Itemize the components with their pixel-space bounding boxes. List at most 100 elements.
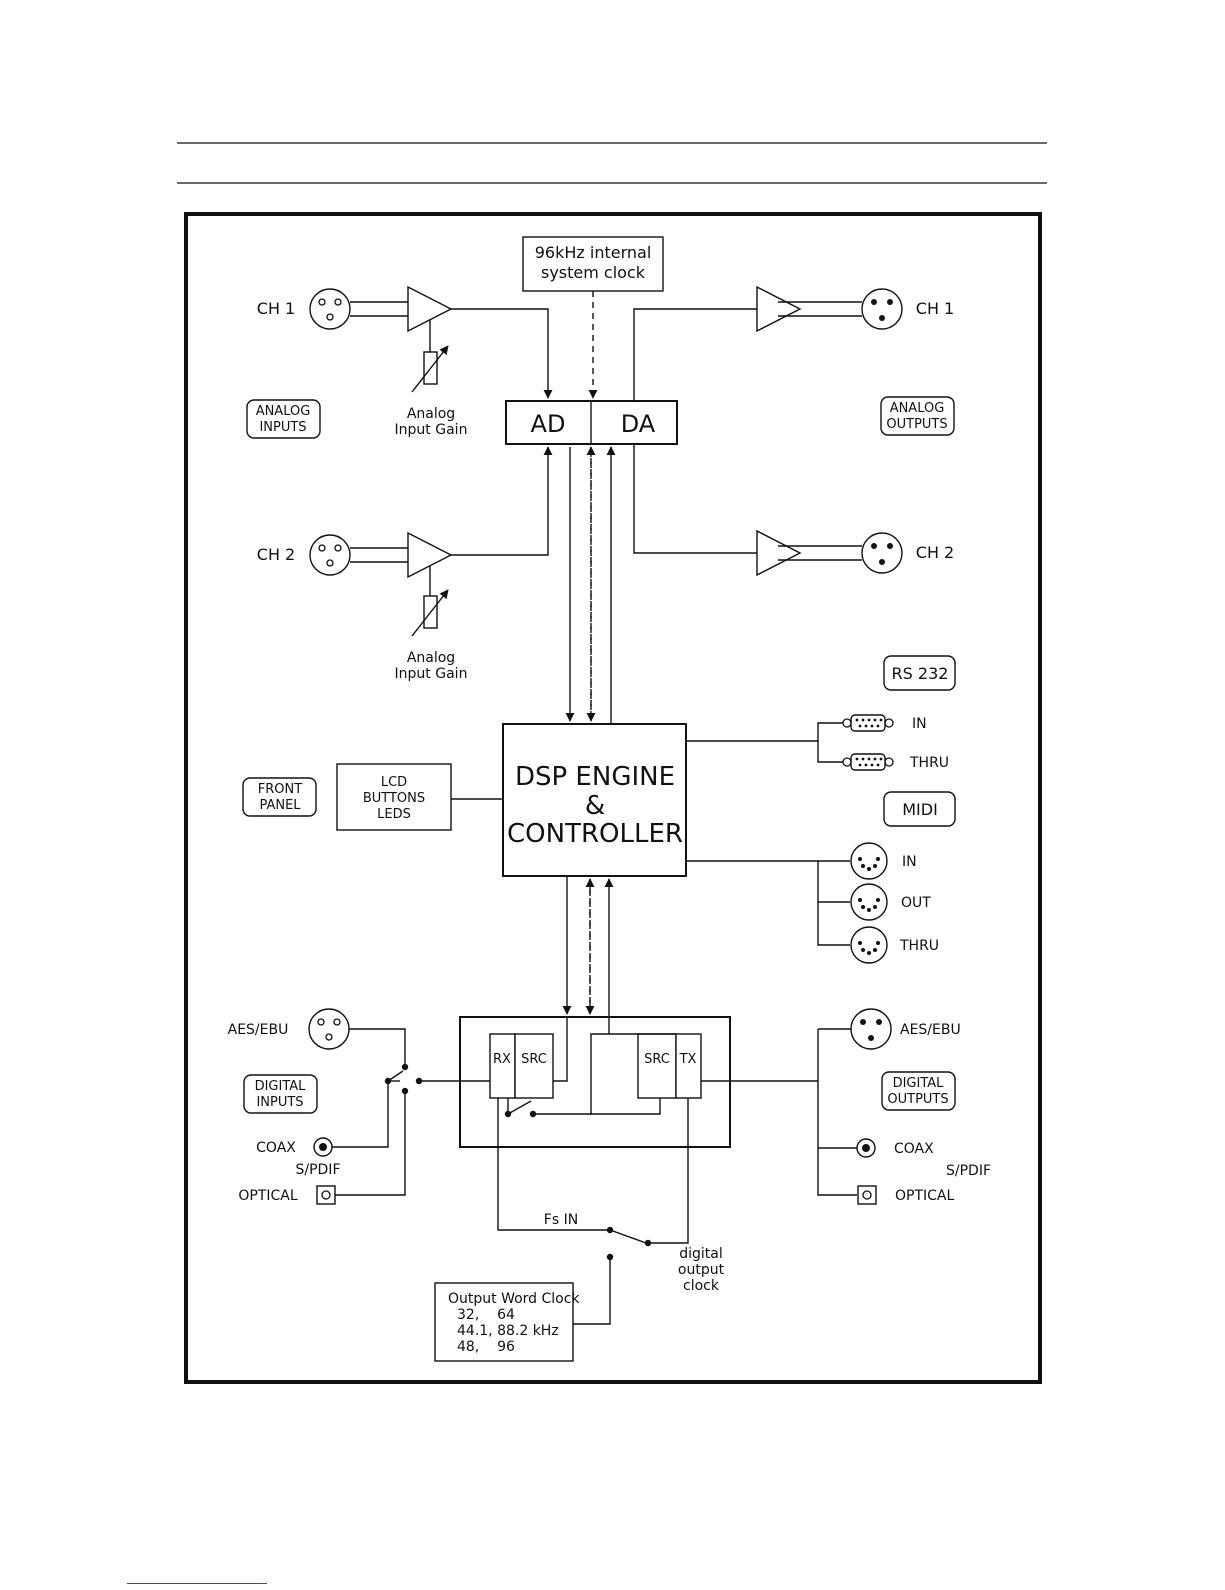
doc-line2: output <box>678 1262 725 1278</box>
analog-out-ch1-label: CH 1 <box>916 299 954 318</box>
fs-in-label: Fs IN <box>544 1212 578 1228</box>
word-clock-title: Output Word Clock <box>448 1291 580 1307</box>
converter-da-label: DA <box>621 410 656 438</box>
analog-outputs-line2: OUTPUTS <box>886 417 947 432</box>
rx-label: RX <box>493 1052 511 1067</box>
output-clock-switch-icon <box>609 1229 647 1244</box>
src-out-block <box>637 1033 677 1099</box>
front-panel-box-line2: BUTTONS <box>363 791 425 806</box>
analog-in-ch1-label: CH 1 <box>257 299 295 318</box>
input-selector-switch-icon <box>387 1070 404 1082</box>
rs232-thru-label: THRU <box>909 755 949 771</box>
digital-inputs-line1: DIGITAL <box>255 1079 307 1094</box>
clock-line1: 96kHz internal <box>535 243 652 262</box>
src-out-label: SRC <box>644 1052 670 1067</box>
word-clock-row2: 44.1, 88.2 kHz <box>457 1323 559 1339</box>
db9-thru-icon <box>842 753 894 771</box>
xlr-male-ch1-icon <box>861 288 903 330</box>
word-clock-box <box>434 1282 574 1362</box>
bus-to-src-out-line <box>590 1017 610 1115</box>
dout-spdif-label: S/PDIF <box>946 1163 991 1179</box>
midi-badge <box>883 791 956 827</box>
clock-line2: system clock <box>541 263 646 282</box>
src-to-bus-line <box>553 1017 568 1082</box>
digital-outputs-line2: OUTPUTS <box>887 1092 948 1107</box>
din-aes-label: AES/EBU <box>228 1022 289 1038</box>
converter-ad-label: AD <box>531 410 566 438</box>
midi-thru-din-icon <box>850 926 888 964</box>
analog-inputs-line2: INPUTS <box>259 420 306 435</box>
analog-in-ch2-label: CH 2 <box>257 545 295 564</box>
digital-outputs-badge <box>881 1071 956 1111</box>
din-aes-xlr-icon <box>308 1008 350 1050</box>
src-in-block <box>514 1033 554 1099</box>
analog-out-ch2-label: CH 2 <box>916 543 954 562</box>
dsp-to-rs232-in-line <box>686 722 843 742</box>
da-to-ch2-line <box>633 444 757 554</box>
fs-in-line <box>497 1098 608 1231</box>
dsp-line2: & <box>585 791 605 821</box>
gain-ch1-line1: Analog <box>407 406 455 422</box>
dsp-engine-box <box>502 723 687 877</box>
gain-ch2-line1: Analog <box>407 650 455 666</box>
xlr-female-ch2-icon <box>309 534 351 576</box>
tx-block <box>675 1033 702 1099</box>
analog-inputs-line1: ANALOG <box>256 404 311 419</box>
ch2-to-ad-line <box>451 446 553 556</box>
midi-out-din-icon <box>850 883 888 921</box>
front-panel-badge <box>242 777 317 817</box>
output-amp-ch2-icon <box>756 529 802 577</box>
gain-ch2-line2: Input Gain <box>395 666 468 682</box>
src-in-label: SRC <box>521 1052 547 1067</box>
gain-ch1-line2: Input Gain <box>395 422 468 438</box>
ch1-to-ad-line <box>451 308 553 399</box>
digital-inputs-badge <box>243 1074 318 1114</box>
din-optical-label: OPTICAL <box>238 1188 297 1204</box>
rs232-label: RS 232 <box>892 664 949 683</box>
dout-bus-line <box>817 1029 857 1196</box>
db9-in-icon <box>842 714 894 732</box>
front-panel-line2: PANEL <box>259 798 301 813</box>
rs232-badge <box>883 655 956 691</box>
tx-label: TX <box>679 1052 697 1067</box>
rs232-in-label: IN <box>912 716 927 732</box>
da-to-ch1-line <box>633 308 757 401</box>
dout-optical-label: OPTICAL <box>895 1188 954 1204</box>
midi-thru-label: THRU <box>899 938 939 954</box>
dout-aes-label: AES/EBU <box>900 1022 961 1038</box>
dout-coax-label: COAX <box>894 1141 934 1157</box>
diagram-frame <box>184 212 1042 1384</box>
word-clock-row1: 32, 64 <box>457 1307 515 1323</box>
output-amp-ch1-icon <box>756 285 802 333</box>
dsp-line1: DSP ENGINE <box>515 762 675 792</box>
footer-link-underline[interactable] <box>127 1583 267 1584</box>
doc-line1: digital <box>679 1246 723 1262</box>
front-panel-box <box>336 763 452 831</box>
dout-optical-toslink-icon <box>857 1185 877 1205</box>
dsp-to-midi-bus <box>686 860 850 946</box>
dsp-line3: CONTROLLER <box>507 819 683 849</box>
front-panel-box-line1: LCD <box>381 775 407 790</box>
front-panel-box-line3: LEDS <box>377 807 411 822</box>
rx-block <box>489 1033 516 1099</box>
dout-aes-xlr-icon <box>850 1008 892 1050</box>
analog-outputs-line1: ANALOG <box>890 401 945 416</box>
xlr-female-ch1-icon <box>309 288 351 330</box>
clock-box <box>522 236 664 292</box>
xlr-male-ch2-icon <box>861 532 903 574</box>
din-optical-toslink-icon <box>316 1185 336 1205</box>
front-panel-line1: FRONT <box>258 782 302 797</box>
analog-inputs-badge <box>246 399 321 439</box>
doc-line3: clock <box>683 1278 720 1294</box>
din-coax-label: COAX <box>256 1140 296 1156</box>
midi-in-label: IN <box>902 854 917 870</box>
midi-in-din-icon <box>850 842 888 880</box>
analog-outputs-badge <box>880 396 955 436</box>
midi-out-label: OUT <box>901 895 931 911</box>
midi-label: MIDI <box>902 800 938 819</box>
digital-outputs-line1: DIGITAL <box>893 1076 945 1091</box>
digital-inputs-line2: INPUTS <box>256 1095 303 1110</box>
dsp-to-rs232-thru-line <box>817 741 843 763</box>
